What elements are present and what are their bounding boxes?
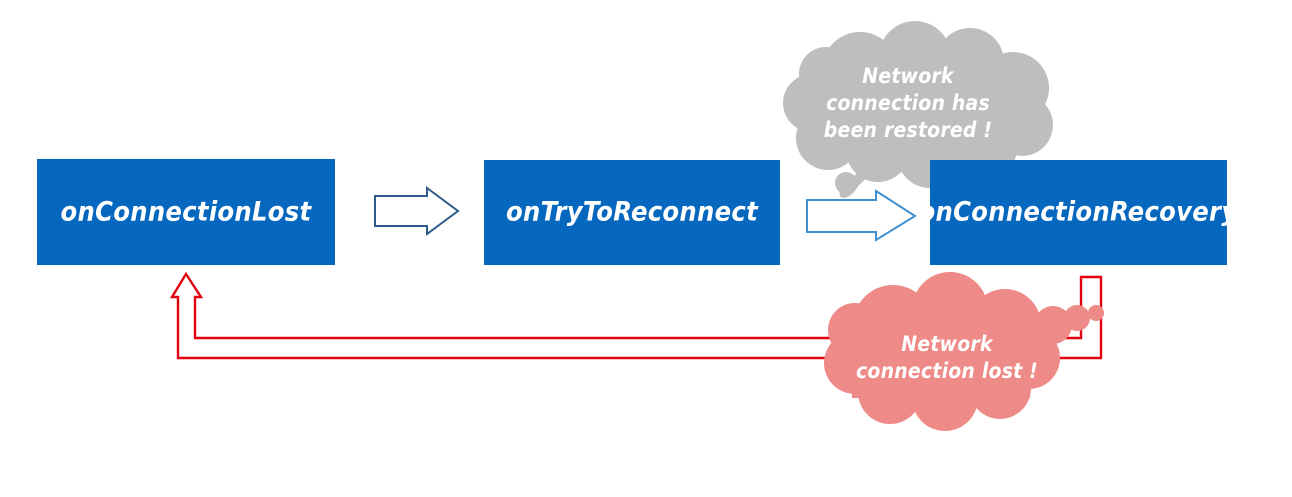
state-box-1-label: onConnectionLost (61, 197, 313, 228)
state-on-try-to-reconnect[interactable]: onTryToReconnect (484, 160, 780, 265)
transition-retry-to-recovery (806, 189, 917, 242)
restored-bubble-tail-bump (835, 172, 857, 194)
state-box-3[interactable] (930, 160, 1227, 265)
transition-recovery-to-lost (169, 271, 1103, 360)
state-box-2[interactable] (484, 160, 780, 265)
restored-bubble-line-2: connection has (826, 91, 990, 115)
state-box-2-label: onTryToReconnect (506, 197, 759, 228)
lost-bubble-body (824, 272, 1060, 431)
block-arrow-2 (806, 189, 917, 242)
feedback-arrow-outline (169, 271, 1103, 360)
state-on-connection-lost[interactable]: onConnectionLost (37, 159, 335, 265)
restored-bubble-line-1: Network (862, 64, 955, 88)
state-box-1[interactable] (37, 159, 335, 265)
state-box-3-label: onConnectionRecovery (919, 197, 1239, 228)
lost-bubble: Network connection lost ! (824, 272, 1104, 431)
lost-bubble-line-1: Network (901, 332, 994, 356)
lost-bubble-dot-3 (1088, 305, 1104, 321)
state-on-connection-recovery[interactable]: onConnectionRecovery (919, 160, 1239, 265)
transition-lost-to-retry (374, 186, 460, 236)
restored-bubble-line-3: been restored ! (824, 118, 992, 142)
lost-bubble-line-2: connection lost ! (856, 359, 1038, 383)
block-arrow-1 (374, 186, 460, 236)
lost-bubble-dot-2 (1064, 305, 1090, 331)
